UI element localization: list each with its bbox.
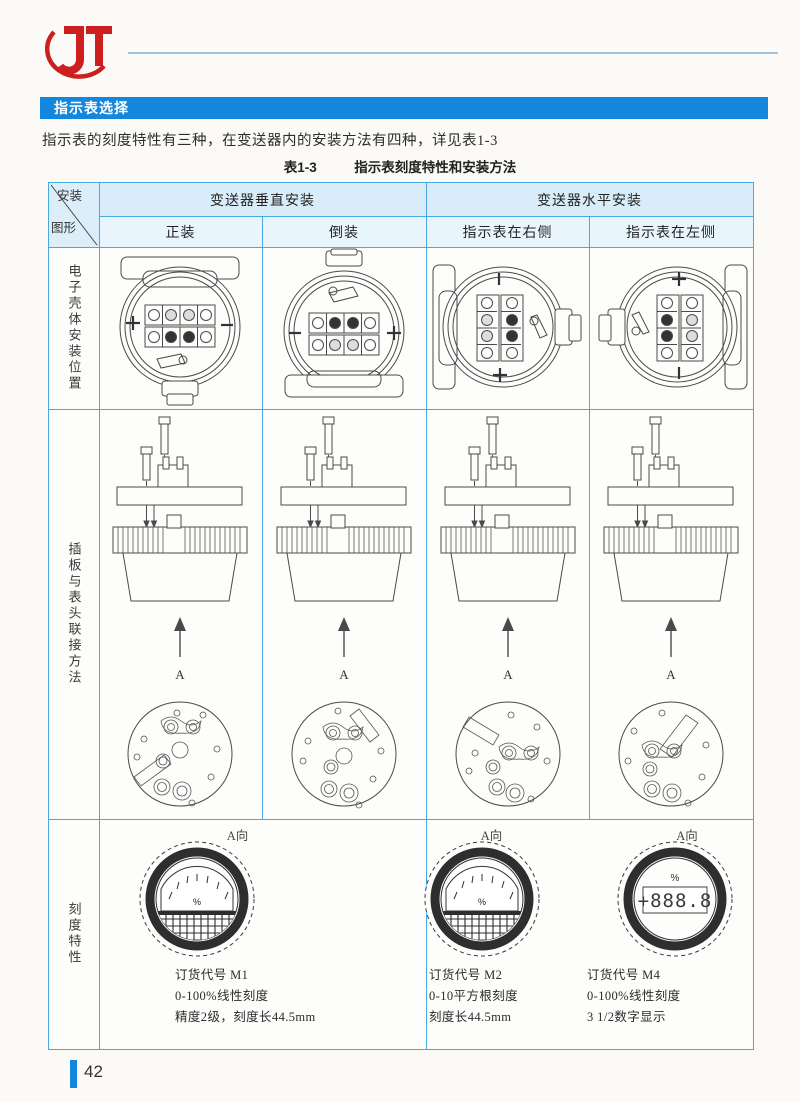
- gauge-dial-m1: %: [139, 841, 255, 957]
- table-title: 指示表刻度特性和安装方法: [354, 160, 517, 175]
- range-m2: 0-10平方根刻度: [429, 989, 519, 1003]
- row-label-scale-character: 刻度特性: [49, 819, 99, 1049]
- row-label-connection-text: 插板与表头联接方法: [66, 542, 82, 686]
- intro-paragraph: 指示表的刻度特性有三种，在变送器内的安装方法有四种，详见表1-3: [42, 133, 498, 149]
- gauge-dial-m4: % +888.8: [617, 841, 733, 957]
- header-row-bottom: [49, 216, 753, 247]
- assembly-drawing-upright: A: [99, 409, 262, 819]
- housing-drawing-left-side: [590, 247, 753, 409]
- view-label-m4: A向: [676, 829, 698, 843]
- view-label-m1: A向: [226, 829, 249, 843]
- view-arrow-label: A: [503, 667, 513, 682]
- header-rule: [128, 52, 778, 54]
- column-header-inverted: 倒装: [329, 225, 359, 241]
- corner-label-graphic: 图形: [51, 221, 77, 235]
- column-header-upright: 正装: [165, 225, 196, 241]
- scale-cell-m2: A向 %: [377, 819, 626, 1049]
- grid-line-h4: [49, 819, 753, 821]
- view-label-m2: A向: [480, 829, 503, 843]
- scale-cell-m4: A向 % +888.8 订货代号 M4 0-100%线性刻度 3 1/2数字显示: [587, 819, 753, 1049]
- dial-unit-m1: %: [193, 897, 201, 907]
- column-header-left-side: 指示表在左侧: [626, 225, 716, 241]
- grid-line-v2: [426, 183, 428, 1049]
- accuracy-m2: 刻度长44.5mm: [429, 1010, 512, 1024]
- table-number: 表1-3: [283, 160, 317, 175]
- row-label-scale-text: 刻度特性: [66, 902, 82, 966]
- housing-drawing-right-side: [427, 247, 590, 409]
- gauge-dial-m2: %: [424, 841, 540, 957]
- row-label-housing-position: 电子壳体安装位置: [49, 247, 99, 409]
- range-m1: 0-100%线性刻度: [175, 989, 269, 1003]
- company-logo: JT: [42, 22, 137, 80]
- accuracy-m4: 3 1/2数字显示: [587, 1010, 666, 1024]
- table-caption: 表1-3 指示表刻度特性和安装方法: [0, 156, 800, 176]
- spec-block-m2: 订货代号 M2 0-10平方根刻度 刻度长44.5mm: [429, 965, 518, 1028]
- group-header-vertical: 变送器垂直安装: [210, 193, 315, 209]
- grid-line-v3: [589, 216, 591, 819]
- digital-readout-m4: +888.8: [638, 890, 713, 912]
- housing-drawing-upright: [99, 247, 262, 409]
- order-code-m4: 订货代号 M4: [587, 968, 661, 982]
- page-number: 42: [84, 1062, 103, 1081]
- view-arrow-label: A: [339, 667, 349, 682]
- grid-line-v1: [262, 216, 264, 819]
- grid-line-h3: [49, 409, 753, 411]
- assembly-drawing-right-side: A: [427, 409, 590, 819]
- spec-block-m4: 订货代号 M4 0-100%线性刻度 3 1/2数字显示: [587, 965, 681, 1028]
- assembly-drawing-left-side: A: [590, 409, 753, 819]
- group-header-horizontal: 变送器水平安装: [537, 193, 642, 209]
- specification-table: 安装 图形 变送器垂直安装 变送器水平安装 正装 倒装 指示表在右侧 指示表在左…: [48, 182, 754, 1050]
- row-label-connection-method: 插板与表头联接方法: [49, 409, 99, 819]
- accuracy-m1: 精度2级，刻度长44.5mm: [175, 1010, 316, 1024]
- spec-block-m1: 订货代号 M1 0-100%线性刻度 精度2级，刻度长44.5mm: [175, 965, 316, 1028]
- range-m4: 0-100%线性刻度: [587, 989, 681, 1003]
- scale-cell-m1: A向 %: [99, 819, 376, 1049]
- grid-line-h2: [49, 247, 753, 249]
- dial-unit-m2: %: [478, 897, 486, 907]
- row-label-housing-text: 电子壳体安装位置: [66, 264, 82, 392]
- section-banner: 指示表选择: [40, 97, 768, 119]
- assembly-drawing-inverted: A: [263, 409, 426, 819]
- corner-label-install: 安装: [57, 189, 83, 203]
- column-header-right-side: 指示表在右侧: [462, 225, 553, 241]
- view-arrow-label: A: [666, 667, 676, 682]
- grid-line-v0: [99, 183, 101, 1049]
- housing-drawing-inverted: [263, 247, 426, 409]
- header-row-top: [49, 183, 753, 216]
- order-code-m1: 订货代号 M1: [175, 968, 249, 982]
- view-arrow-label: A: [175, 667, 185, 682]
- dial-unit-m4: %: [671, 873, 680, 884]
- corner-diagonal-icon: [50, 184, 98, 246]
- order-code-m2: 订货代号 M2: [429, 968, 503, 982]
- section-title: 指示表选择: [54, 100, 129, 116]
- footer-bar: [70, 1060, 77, 1088]
